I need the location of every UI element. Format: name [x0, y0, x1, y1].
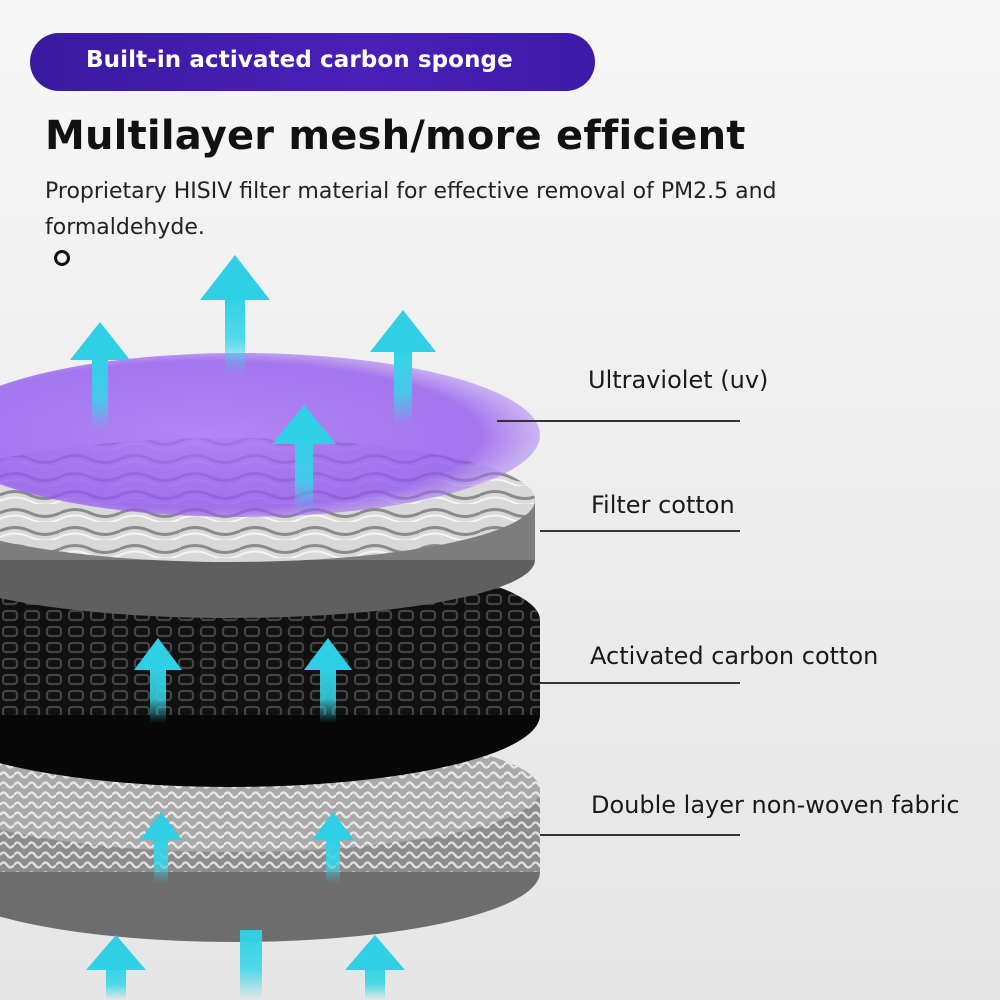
page-title: Multilayer mesh/more efficient	[45, 113, 746, 159]
arrow-up-icon	[70, 322, 130, 430]
arrow-up-icon	[272, 405, 336, 512]
arrow-up-icon	[370, 310, 436, 425]
layer-label-activated-carbon: Activated carbon cotton	[590, 642, 879, 670]
leader-line-nonwoven	[540, 834, 740, 836]
arrow-up-icon	[304, 638, 352, 723]
arrow-up-icon	[200, 255, 270, 375]
arrow-up-icon	[345, 935, 405, 1000]
layer-label-uv: Ultraviolet (uv)	[588, 366, 769, 394]
leader-line-uv	[497, 420, 740, 422]
badge-label: Built-in activated carbon sponge	[86, 47, 513, 73]
layer-label-nonwoven: Double layer non-woven fabric	[591, 791, 960, 819]
ring-icon	[54, 250, 70, 266]
arrow-up-icon	[134, 638, 182, 723]
leader-line-filter	[540, 530, 740, 532]
arrow-up-icon	[140, 812, 182, 883]
layer-label-filter-cotton: Filter cotton	[591, 491, 735, 519]
arrow-up-icon	[312, 812, 354, 883]
airflow-arrows	[70, 255, 436, 1000]
arrow-up-icon	[86, 935, 146, 1000]
leader-line-carbon	[540, 682, 740, 684]
feature-badge: Built-in activated carbon sponge	[30, 33, 595, 91]
arrow-up-icon	[240, 930, 262, 1000]
page-description: Proprietary HISIV filter material for ef…	[45, 179, 777, 240]
